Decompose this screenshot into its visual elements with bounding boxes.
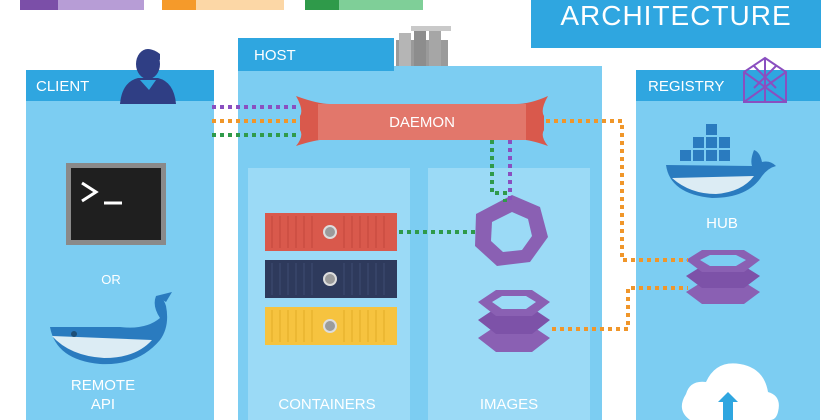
legend-swatch-green-light xyxy=(339,0,423,10)
client-title: CLIENT xyxy=(36,78,89,95)
container-yellow xyxy=(265,307,397,345)
container-red xyxy=(265,213,397,251)
terminal-icon xyxy=(66,163,166,245)
host-header xyxy=(238,38,394,71)
registry-title: REGISTRY xyxy=(648,78,724,95)
link-lines xyxy=(212,105,688,331)
image-stack-icon xyxy=(478,290,550,352)
image-heptagon-icon xyxy=(475,195,548,266)
registry-panel: REGISTRY HUB xyxy=(636,56,820,420)
host-panel: HOST CONTAINERS IMAGES xyxy=(238,26,602,420)
host-title: HOST xyxy=(254,47,296,64)
link-orange-images-registry xyxy=(552,286,688,331)
legend-swatch-green xyxy=(305,0,339,10)
daemon-banner: DAEMON xyxy=(296,96,548,146)
registry-header xyxy=(636,70,820,101)
legend-swatch-orange xyxy=(162,0,196,10)
docker-whale-icon xyxy=(50,292,172,365)
remote-api-label-line1: REMOTE xyxy=(71,377,135,394)
client-header xyxy=(26,70,214,101)
legend-swatch-orange-light xyxy=(196,0,284,10)
page-title: ARCHITECTURE xyxy=(560,0,791,31)
daemon-label: DAEMON xyxy=(389,114,455,131)
registry-building-icon xyxy=(743,56,787,103)
remote-api-label-line2: API xyxy=(91,396,115,413)
user-icon xyxy=(120,49,176,104)
containers-label: CONTAINERS xyxy=(278,396,375,413)
hub-whale-icon xyxy=(666,124,776,198)
client-or-label: OR xyxy=(101,272,121,287)
link-orange-daemon-registry xyxy=(546,119,688,262)
cloud-upload-icon xyxy=(681,363,779,420)
legend-swatches xyxy=(20,0,423,10)
legend-swatch-purple-light xyxy=(58,0,144,10)
legend-swatch-purple xyxy=(20,0,58,10)
link-green-daemon-image xyxy=(490,140,507,202)
hub-label: HUB xyxy=(706,215,738,232)
container-navy xyxy=(265,260,397,298)
images-label: IMAGES xyxy=(480,396,538,413)
registry-image-stack-icon xyxy=(686,250,760,304)
server-icon xyxy=(396,26,451,72)
title-box xyxy=(531,0,821,48)
client-panel: CLIENT OR REMOTE API xyxy=(26,49,214,420)
